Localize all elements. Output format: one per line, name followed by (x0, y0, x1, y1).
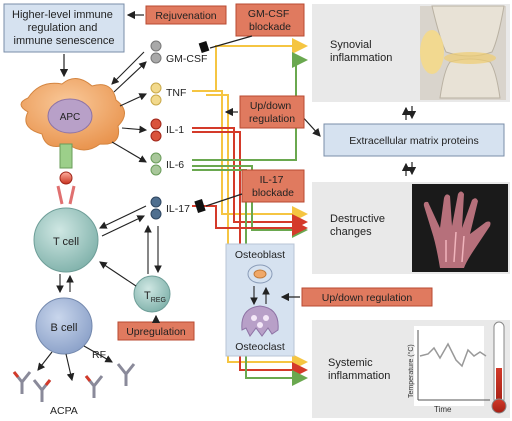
rf-label: RF (92, 349, 106, 361)
gmcsf-blockade-box (235, 3, 305, 37)
t-cell (33, 207, 99, 273)
treg-cell (133, 275, 171, 313)
treg-arrows (99, 224, 162, 287)
gmcsf-inhibit-line (209, 35, 253, 49)
systemic-label: Systemic inflammation (328, 357, 390, 382)
tcell-cytokine-arrows (99, 205, 147, 237)
cytokine-gmcsf (150, 40, 162, 64)
synovial-label: Synovial inflammation (330, 39, 392, 64)
antibody-icon (84, 375, 104, 398)
updown-regulation-box (239, 95, 305, 129)
temperature-line (419, 342, 487, 368)
antigen-icon (59, 171, 73, 185)
cytokine-il6 (150, 152, 162, 176)
apc-label: APC (60, 112, 81, 123)
bone-cell-arrows (250, 286, 270, 306)
osteoclast-nucleus (257, 322, 263, 328)
temperature-chart: Temperature (°C) Time (407, 326, 490, 414)
hand-xray-image (412, 184, 508, 272)
updown-regulation-bone-box (301, 287, 433, 307)
b-cell-arrows (37, 345, 113, 382)
gmcsf-inhibit-bar (198, 41, 210, 53)
immune-regulation-label: Higher-level immune regulation and immun… (12, 9, 116, 47)
knee-joint-image (420, 5, 506, 100)
cytokine-il17 (150, 196, 162, 220)
osteoblast-label: Osteoblast (235, 249, 285, 261)
tcr-receptor (56, 185, 76, 205)
osteoclast-nucleus (251, 315, 257, 321)
apc-nucleus (47, 98, 93, 134)
cytokine-gmcsf-label: GM-CSF (166, 53, 207, 65)
ecm-box (323, 123, 505, 157)
osteoclast-cell (241, 305, 279, 337)
b-cell (35, 297, 93, 355)
cytokine-tnf-label: TNF (166, 87, 186, 99)
thermometer-icon (491, 321, 507, 414)
b-cell-label: B cell (51, 322, 78, 334)
osteoclast-label: Osteoclast (235, 341, 285, 353)
cytokine-il1-label: IL-1 (166, 124, 184, 136)
acpa-label: ACPA (50, 405, 78, 417)
gmcsf-blockade-label: GM-CSF blockade (248, 8, 292, 33)
immune-regulation-box (3, 3, 125, 53)
ecm-label: Extracellular matrix proteins (349, 135, 479, 147)
upregulation-label: Upregulation (126, 326, 186, 338)
antibody-icon (116, 363, 136, 386)
treg-label: TREG (144, 290, 166, 304)
destructive-label: Destructive changes (330, 213, 388, 238)
il17-blockade-box (241, 169, 305, 203)
apc-cytokine-arrows (111, 51, 148, 163)
updown-regulation-label: Up/down regulation (249, 100, 295, 125)
antibody-icon (32, 379, 52, 402)
receptor-stalk (59, 143, 73, 169)
il17-blockade-label: IL-17 blockade (252, 174, 294, 199)
cytokine-il17-label: IL-17 (166, 203, 190, 215)
temperature-ylabel: Temperature (°C) (407, 344, 415, 398)
cytokine-il6-label: IL-6 (166, 159, 184, 171)
il17-inhibit-line (205, 193, 243, 207)
il17-arrow (192, 205, 308, 236)
rejuvenation-label: Rejuvenation (155, 10, 216, 22)
osteoblast-nucleus (253, 269, 267, 279)
t-cell-label: T cell (53, 236, 79, 248)
cytokine-tnf (150, 82, 162, 106)
osteoclast-nucleus (263, 315, 269, 321)
cytokine-il1 (150, 118, 162, 142)
antibody-icon (12, 371, 32, 394)
il17-inhibit-bar (194, 199, 206, 213)
rejuvenation-box (145, 5, 227, 25)
time-xlabel: Time (434, 405, 452, 414)
t-b-arrows (56, 274, 74, 294)
updown-regulation-bone-label: Up/down regulation (322, 292, 413, 304)
